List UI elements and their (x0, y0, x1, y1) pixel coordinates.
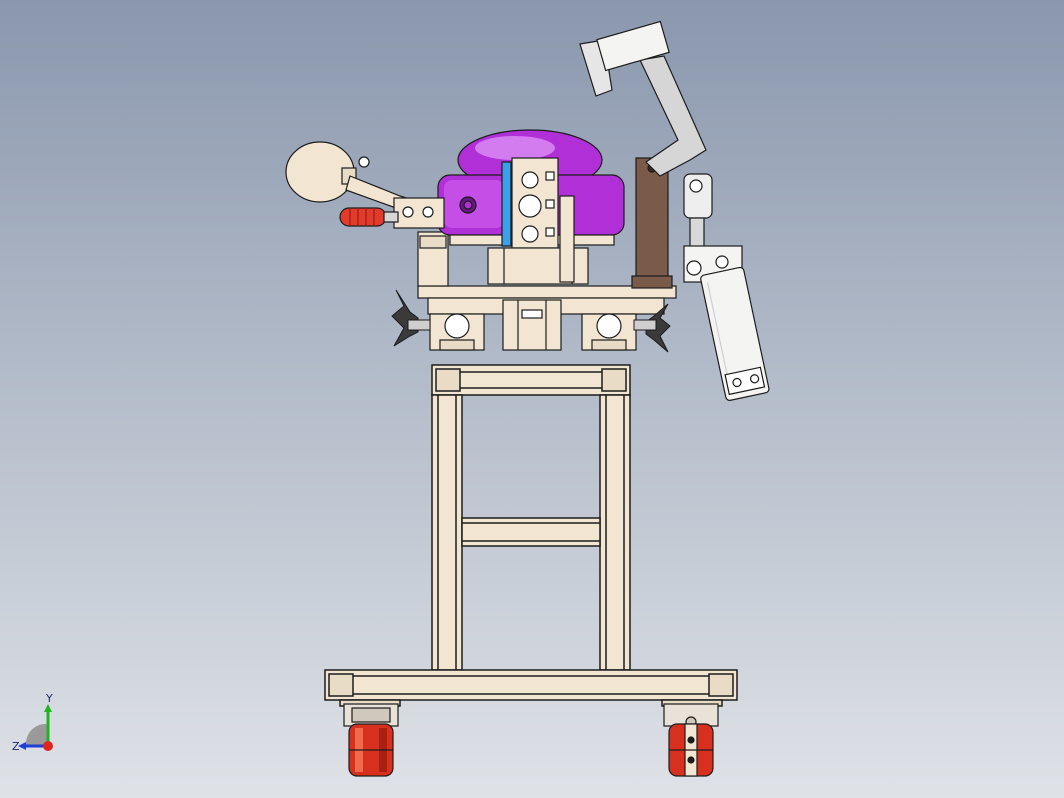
fixture-plate[interactable] (417, 231, 677, 351)
pneumatic-cylinder[interactable] (683, 245, 770, 401)
swing-arm[interactable] (579, 20, 713, 289)
y-axis-label: Y (45, 692, 53, 705)
toggle-clamp[interactable] (285, 141, 445, 229)
orientation-triad[interactable]: Y Z (0, 690, 80, 770)
rotary-head[interactable] (437, 129, 625, 285)
x-axis-dot (43, 741, 53, 751)
caster-left[interactable] (343, 703, 399, 777)
triad-quadrant (25, 723, 48, 746)
y-axis-head (44, 704, 52, 712)
star-knob-right[interactable] (633, 303, 671, 353)
z-axis-label: Z (12, 740, 20, 753)
star-knob-left[interactable] (391, 289, 431, 347)
caster-right[interactable] (663, 703, 719, 777)
base-frame[interactable] (324, 364, 738, 707)
z-axis-head (18, 742, 26, 750)
